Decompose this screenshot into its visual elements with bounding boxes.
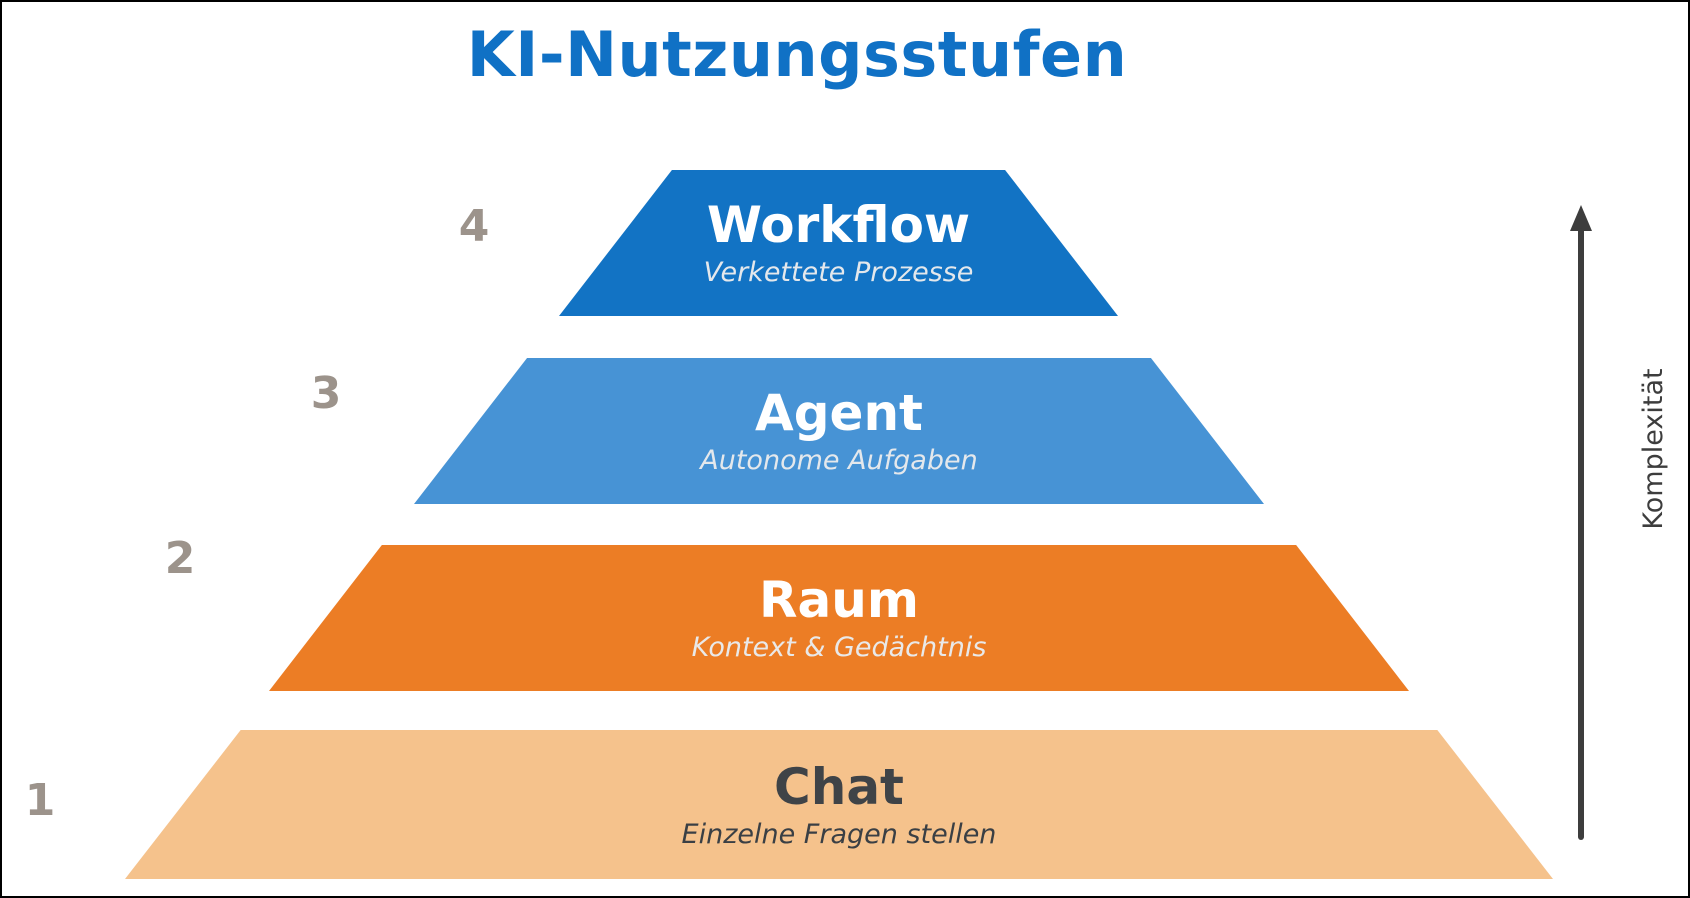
level-subtitle: Verkettete Prozesse xyxy=(703,257,974,288)
level-title: Raum xyxy=(759,571,919,629)
level-number-2: 2 xyxy=(164,533,196,584)
level-subtitle: Einzelne Fragen stellen xyxy=(681,818,997,850)
level-subtitle: Autonome Aufgaben xyxy=(700,445,978,476)
pyramid-level-raum: Raum Kontext & Gedächtnis xyxy=(269,545,1409,691)
level-number-4: 4 xyxy=(458,201,490,252)
complexity-axis-label: Komplexität xyxy=(1638,368,1669,530)
complexity-axis-line xyxy=(1578,228,1584,840)
level-number-3: 3 xyxy=(310,368,342,419)
level-title: Workflow xyxy=(706,196,971,254)
pyramid-level-agent: Agent Autonome Aufgaben xyxy=(414,358,1264,504)
level-subtitle: Kontext & Gedächtnis xyxy=(691,632,987,663)
level-title: Agent xyxy=(755,384,923,442)
arrow-up-icon xyxy=(1570,205,1592,231)
pyramid-level-chat: Chat Einzelne Fragen stellen xyxy=(125,730,1553,879)
page-title: KI-Nutzungsstufen xyxy=(466,18,1128,91)
level-number-1: 1 xyxy=(24,775,56,826)
pyramid-level-workflow: Workflow Verkettete Prozesse xyxy=(559,170,1118,316)
level-title: Chat xyxy=(774,757,904,816)
